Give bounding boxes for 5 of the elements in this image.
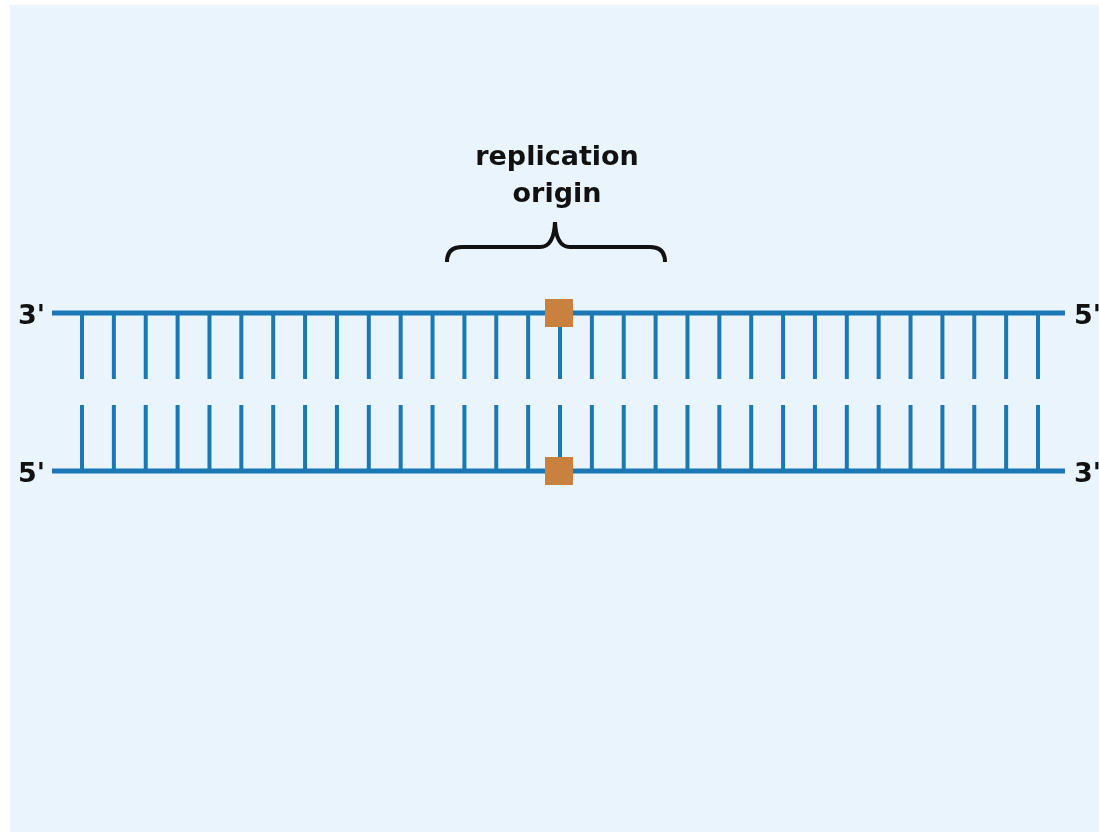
region-label: replication origin	[474, 139, 640, 210]
strand-end-label: 5'	[18, 456, 46, 490]
strand-end-label: 3'	[18, 298, 46, 332]
strand-end-label: 3'	[1074, 456, 1099, 490]
strand-end-label: 5'	[1074, 298, 1099, 332]
